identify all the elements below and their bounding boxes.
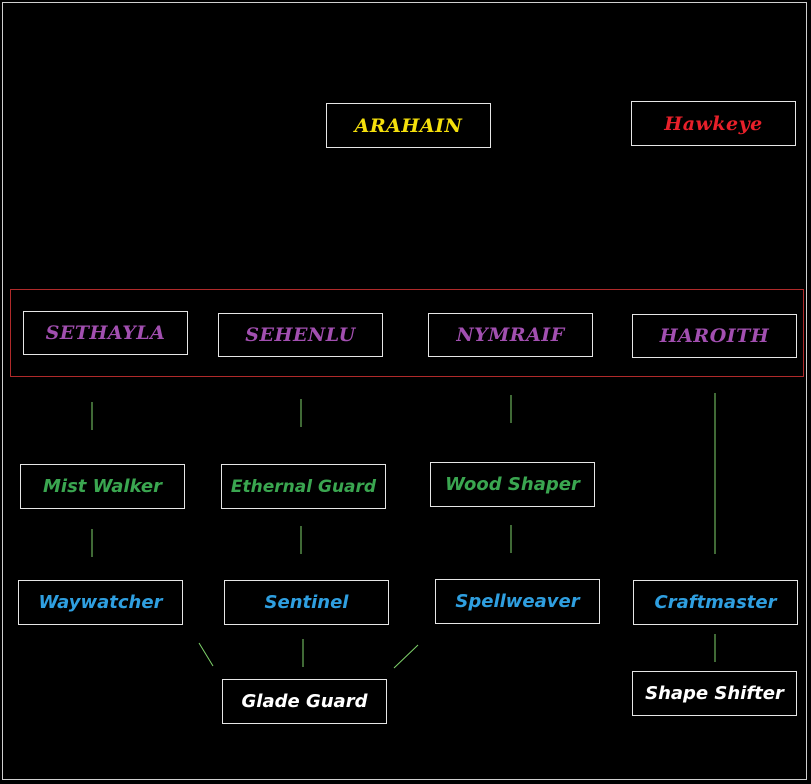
connector-spellweaver-glade-guard xyxy=(393,644,419,669)
node-hawkeye-label: Hawkeye xyxy=(664,112,763,135)
node-sentinel: Sentinel xyxy=(224,580,389,625)
node-ethernal-guard-label: Ethernal Guard xyxy=(230,476,377,497)
node-nymraif-label: NYMRAIF xyxy=(456,324,565,346)
node-craftmaster-label: Craftmaster xyxy=(654,592,777,613)
node-shape-shifter: Shape Shifter xyxy=(632,671,797,716)
node-wood-shaper: Wood Shaper xyxy=(430,462,595,507)
node-spellweaver-label: Spellweaver xyxy=(455,591,580,612)
node-haroith-label: HAROITH xyxy=(659,325,770,347)
node-mist-walker-label: Mist Walker xyxy=(42,476,163,497)
node-arahain-label: ARAHAIN xyxy=(354,114,463,137)
node-wood-shaper-label: Wood Shaper xyxy=(445,474,580,495)
node-sethayla: SETHAYLA xyxy=(23,311,188,355)
node-sentinel-label: Sentinel xyxy=(264,592,349,613)
node-sehenlu-label: SEHENLU xyxy=(245,324,356,346)
node-glade-guard-label: Glade Guard xyxy=(241,691,368,712)
node-hawkeye: Hawkeye xyxy=(631,101,796,146)
node-ethernal-guard: Ethernal Guard xyxy=(221,464,386,509)
node-spellweaver: Spellweaver xyxy=(435,579,600,624)
node-arahain: ARAHAIN xyxy=(326,103,491,148)
node-craftmaster: Craftmaster xyxy=(633,580,798,625)
node-shape-shifter-label: Shape Shifter xyxy=(645,683,784,704)
node-mist-walker: Mist Walker xyxy=(20,464,185,509)
node-waywatcher: Waywatcher xyxy=(18,580,183,625)
houses-group-box xyxy=(10,289,804,377)
node-waywatcher-label: Waywatcher xyxy=(38,592,163,613)
node-sethayla-label: SETHAYLA xyxy=(45,322,166,344)
node-sehenlu: SEHENLU xyxy=(218,313,383,357)
node-glade-guard: Glade Guard xyxy=(222,679,387,724)
connector-waywatcher-glade-guard xyxy=(198,642,214,667)
node-haroith: HAROITH xyxy=(632,314,797,358)
node-nymraif: NYMRAIF xyxy=(428,313,593,357)
